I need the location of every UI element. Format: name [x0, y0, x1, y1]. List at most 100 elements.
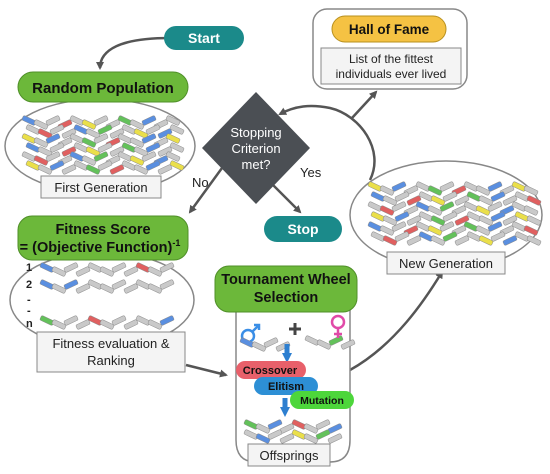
gene-segment	[123, 319, 139, 330]
gene-segment	[99, 266, 115, 277]
hall-of-fame-node	[331, 15, 447, 43]
gene-segment	[111, 315, 127, 326]
tournament-line1: Tournament Wheel	[221, 272, 350, 288]
gene-segment	[391, 221, 407, 232]
offsprings-label: Offsprings	[259, 448, 319, 463]
mutation-label: Mutation	[300, 395, 344, 407]
stopping-criterion-diamond	[202, 92, 310, 204]
gene-segment	[33, 119, 49, 130]
gene-segment	[157, 146, 173, 157]
gene-segment	[45, 151, 61, 162]
gene-segment	[75, 319, 91, 330]
gene-segment	[63, 315, 79, 326]
gene-segment	[263, 337, 279, 348]
rank-2: 2	[26, 279, 32, 291]
gene-segment	[442, 191, 458, 202]
gene-segment	[478, 195, 494, 206]
gene-segment	[165, 133, 181, 144]
fitness-eval-line2: Ranking	[87, 353, 135, 368]
plus-icon	[289, 323, 301, 335]
gene-segment	[427, 205, 443, 216]
rank-dash-1: -	[27, 294, 31, 306]
gene-segment	[315, 429, 331, 440]
fitness-score-node	[17, 215, 189, 261]
gene-segment	[251, 341, 267, 352]
gene-segment	[61, 164, 77, 175]
hall-of-fame-desc-line1: List of the fittest	[349, 52, 434, 66]
fitness-score-formula: = (Objective Function)	[20, 240, 173, 256]
random-population-label: Random Population	[32, 80, 174, 97]
crossover-label: Crossover	[243, 365, 298, 377]
gene-segment	[430, 195, 446, 206]
gene-segment	[97, 160, 113, 171]
rank-dash-2: -	[27, 305, 31, 317]
gene-segment	[61, 128, 77, 139]
gene-segment	[490, 231, 506, 242]
gene-segment	[141, 115, 157, 126]
gene-segment	[81, 155, 97, 166]
gene-segment	[391, 181, 407, 192]
offspring-chromosomes	[243, 419, 343, 444]
fitness-eval-box	[36, 331, 186, 373]
gene-segment	[255, 433, 271, 444]
gene-segment	[159, 315, 175, 326]
gene-segment	[327, 433, 343, 444]
first-generation-label: First Generation	[54, 180, 147, 195]
gene-segment	[129, 137, 145, 148]
gene-segment	[165, 151, 181, 162]
gene-segment	[93, 151, 109, 162]
start-node	[164, 26, 244, 50]
gene-segment	[526, 215, 542, 226]
stopping-criterion-line3: met?	[242, 157, 271, 172]
gene-segment	[427, 185, 443, 196]
gene-segment	[61, 146, 77, 157]
gene-segment	[439, 201, 455, 212]
fitness-eval-line1: Fitness evaluation &	[52, 336, 169, 351]
gene-segment	[255, 423, 271, 434]
gene-segment	[111, 279, 127, 290]
arrow-offspring-to-new-generation	[349, 270, 444, 372]
gene-segment	[169, 142, 185, 153]
gene-segment	[406, 235, 422, 246]
new-generation-chromosomes	[367, 181, 542, 246]
gene-segment	[81, 137, 97, 148]
gene-segment	[49, 142, 65, 153]
gene-segment	[379, 205, 395, 216]
arrow-start-to-population	[96, 36, 171, 70]
fitness-score-line1: Fitness Score	[55, 222, 150, 238]
gene-segment	[391, 201, 407, 212]
yes-label: Yes	[300, 165, 322, 180]
gene-segment	[99, 283, 115, 294]
fitness-score-exponent: -1	[172, 238, 180, 248]
gene-segment	[279, 433, 295, 444]
gene-segment	[141, 151, 157, 162]
gene-segment	[165, 115, 181, 126]
mutation-node	[290, 391, 354, 409]
gene-segment	[157, 164, 173, 175]
gene-segment	[478, 235, 494, 246]
gene-segment	[379, 225, 395, 236]
gene-segment	[111, 262, 127, 273]
gene-segment	[157, 128, 173, 139]
gene-segment	[382, 235, 398, 246]
gene-segment	[37, 164, 53, 175]
new-generation-box	[386, 251, 506, 275]
gene-segment	[51, 319, 67, 330]
gene-segment	[81, 119, 97, 130]
gene-segment	[490, 191, 506, 202]
tournament-node	[214, 265, 358, 313]
population-chromosomes	[21, 115, 185, 175]
gene-segment	[145, 142, 161, 153]
gene-segment	[490, 211, 506, 222]
gene-segment	[502, 215, 518, 226]
gene-segment	[427, 225, 443, 236]
gene-segment	[49, 160, 65, 171]
rank-n: n	[26, 318, 33, 330]
fitness-score-line2: = (Objective Function)-1	[20, 238, 181, 256]
gene-segment	[169, 160, 185, 171]
gene-segment	[159, 262, 175, 273]
gene-segment	[51, 266, 67, 277]
ranked-chromosomes	[39, 262, 175, 330]
gene-segment	[303, 433, 319, 444]
